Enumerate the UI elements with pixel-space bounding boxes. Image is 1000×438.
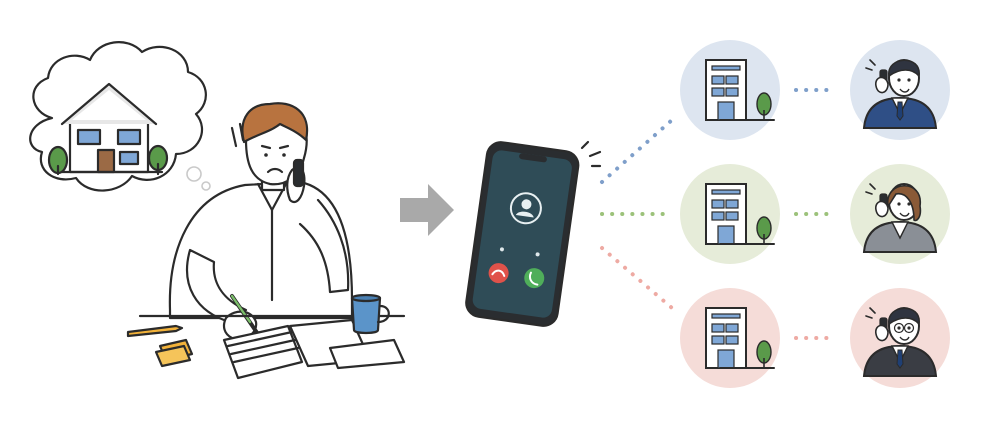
house-icon [60, 82, 164, 174]
company-list [680, 40, 950, 388]
tree-icon [47, 145, 69, 176]
notebook-icon [222, 324, 304, 380]
agent-on-phone-icon [850, 40, 950, 140]
office-building-icon [680, 288, 780, 388]
thought-bubble-house-icon [29, 41, 211, 192]
connector-to-company-1 [600, 118, 674, 184]
man-on-phone-figure [168, 102, 354, 342]
papers-icon [288, 318, 406, 370]
sticky-notes-icon [154, 338, 194, 368]
user-avatar-icon [509, 192, 542, 225]
phone-accept-icon[interactable] [523, 267, 546, 290]
arrow-right-icon [400, 184, 454, 236]
smartphone-incoming-call-icon [465, 140, 602, 327]
company-2-row [680, 164, 950, 264]
mug-icon [350, 293, 390, 335]
company-1-row [680, 40, 950, 140]
agent-on-phone-icon [850, 164, 950, 264]
office-building-icon [680, 40, 780, 140]
phone-decline-icon[interactable] [487, 262, 510, 285]
company-3-row [680, 288, 950, 388]
office-building-icon [680, 164, 780, 264]
connector-to-company-3 [600, 246, 674, 310]
pencil-icon [126, 324, 184, 338]
tree-icon [147, 144, 169, 176]
agent-on-phone-icon [850, 288, 950, 388]
